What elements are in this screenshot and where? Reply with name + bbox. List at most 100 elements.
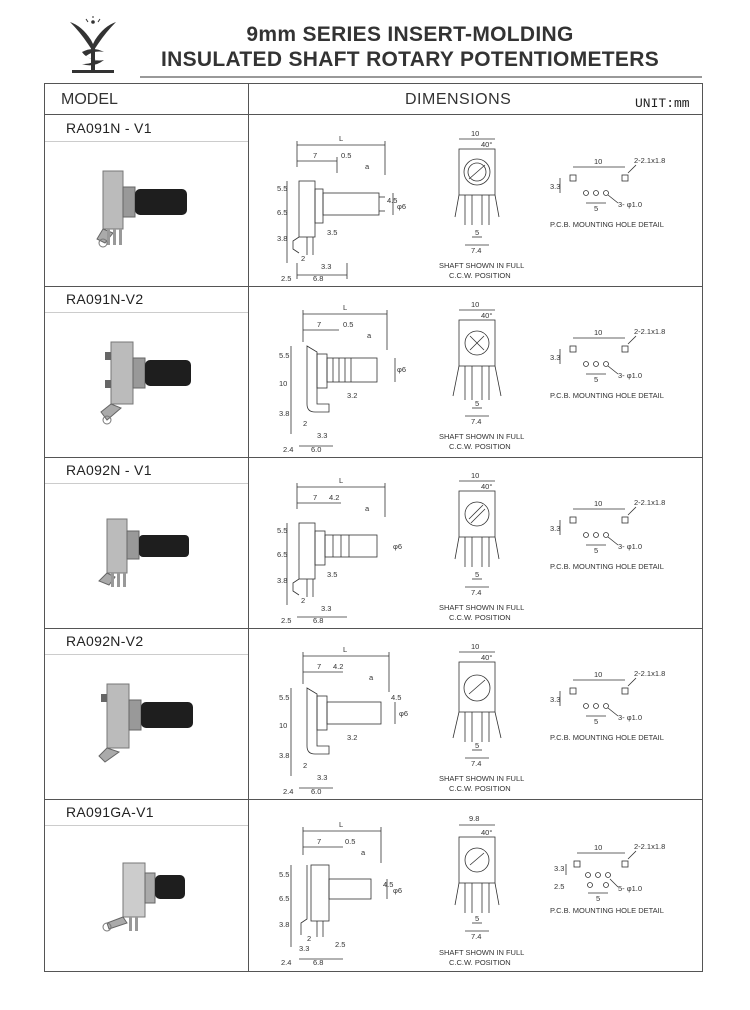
caption: SHAFT SHOWN IN FULL [439,432,524,441]
dim-label: 3.3 [550,182,560,191]
unit-label: UNIT:mm [635,96,690,111]
dim-label: 0.5 [343,320,353,329]
dim-label: 4.2 [329,493,339,502]
pcb-hole-drawing: 10 2-2.1x1.8 3.3 5 3- φ1.0 P.C.B. MOUNTI… [550,669,665,742]
model-column-header: MODEL [61,91,118,108]
dim-label: φ6 [399,709,408,718]
caption: P.C.B. MOUNTING HOLE DETAIL [550,733,664,742]
dim-label: 6.8 [313,958,323,967]
caption: SHAFT SHOWN IN FULL [439,261,524,270]
table-row: RA092N-V2 L 7 4.2 a 5.5 10 3.8 [45,628,702,800]
column-divider [248,115,249,286]
dim-label: 2 [301,254,305,263]
dim-label: 5- φ1.0 [618,884,642,893]
dim-label: 2.4 [283,445,293,454]
potentiometer-photo [100,341,191,425]
model-underline [45,654,248,655]
dim-label: 2.5 [281,274,291,283]
dim-label: a [365,504,370,513]
dim-label: 40° [481,828,492,837]
dim-label: 10 [279,721,287,730]
dim-label: 3.2 [347,391,357,400]
model-underline [45,483,248,484]
caption: C.C.W. POSITION [449,958,511,967]
dim-label: 5.5 [279,870,289,879]
dim-label: 3.2 [347,733,357,742]
dim-label: 10 [594,499,602,508]
dim-label: 3.3 [317,773,327,782]
front-view-drawing: 10 40° 5 7.4 SHAFT SHOWN IN FULL C.C.W. … [439,642,524,793]
column-divider [248,799,249,971]
caption: SHAFT SHOWN IN FULL [439,603,524,612]
dim-label: φ6 [393,542,402,551]
column-divider [248,628,249,799]
table-row: RA091N-V2 L 7 0.5 a 5.5 1 [45,286,702,458]
dim-label: 10 [594,328,602,337]
dim-label: a [367,331,372,340]
caption: C.C.W. POSITION [449,271,511,280]
dim-label: 0.5 [345,837,355,846]
dim-label: 2.4 [283,787,293,796]
dim-label: 3- φ1.0 [618,713,642,722]
dim-label: 10 [594,843,602,852]
table-header: MODEL DIMENSIONS UNIT:mm [45,84,702,115]
dim-label: 3.8 [279,409,289,418]
dim-label: a [365,162,370,171]
dim-label: 0.5 [341,151,351,160]
dim-label: 2-2.1x1.8 [634,498,665,507]
dim-label: a [361,848,366,857]
dim-label: 3.3 [321,604,331,613]
dim-label: φ6 [397,202,406,211]
title-line-1: 9mm SERIES INSERT-MOLDING [246,23,574,46]
caption: C.C.W. POSITION [449,613,511,622]
dim-label: a [369,673,374,682]
pcb-hole-drawing: 10 2-2.1x1.8 3.3 2.5 5 5- φ1.0 P.C.B. MO… [550,842,665,915]
dim-label: 10 [594,670,602,679]
dim-label: 40° [481,140,492,149]
table-row: RA091GA-V1 L 7 0.5 a 5.5 [45,799,702,971]
dim-label: 10 [471,300,479,309]
model-name: RA092N - V1 [66,462,152,478]
dim-label: 10 [471,642,479,651]
front-view-drawing: 9.8 40° 5 7.4 SHAFT SHOWN IN FULL C.C.W.… [439,814,524,967]
dim-label: 2 [301,596,305,605]
pcb-hole-drawing: 10 2-2.1x1.8 3.3 5 3- φ1.0 P.C.B. MOUNTI… [550,327,665,400]
side-view-drawing: L 7 4.2 a 5.5 6.5 3.8 2 3.3 2.5 6.8 3.5 … [277,476,402,625]
caption: P.C.B. MOUNTING HOLE DETAIL [550,906,664,915]
side-view-drawing: L 7 0.5 a 5.5 6.5 3.8 2 3.3 2.5 6.8 3.5 … [277,134,406,283]
dim-label: 40° [481,653,492,662]
dim-label: 3.5 [327,228,337,237]
pcb-hole-drawing: 10 2-2.1x1.8 3.3 5 3- φ1.0 P.C.B. MOUNTI… [550,156,665,229]
dim-label: 5 [594,546,598,555]
dim-label: 6.5 [277,208,287,217]
company-logo [70,16,116,73]
dim-label: 10 [594,157,602,166]
dim-label: 6.0 [311,787,321,796]
dim-label: 7 [317,837,321,846]
table-row: RA092N - V1 L 7 4.2 a 5.5 6.5 3.8 [45,457,702,629]
dim-label: 7 [313,151,317,160]
spec-table: MODEL DIMENSIONS UNIT:mm RA091N - V1 [44,83,703,972]
potentiometer-photo [102,862,185,932]
dim-label: 7.4 [471,246,481,255]
dim-label: 10 [279,379,287,388]
potentiometer-photo [98,518,189,587]
dimensions-column-header: DIMENSIONS [405,91,512,108]
dim-label: 5 [475,741,479,750]
model-name: RA092N-V2 [66,633,144,649]
dim-label: 3.3 [554,864,564,873]
dim-label: L [339,134,343,143]
title-underline [140,76,702,78]
model-name: RA091GA-V1 [66,804,154,820]
model-underline [45,141,248,142]
dim-label: 3.8 [277,234,287,243]
column-divider [248,286,249,457]
dim-label: 6.5 [279,894,289,903]
dim-label: 2-2.1x1.8 [634,669,665,678]
potentiometer-photo [96,170,187,248]
dim-label: 2-2.1x1.8 [634,842,665,851]
dim-label: 6.5 [277,550,287,559]
dim-label: 3.3 [550,695,560,704]
dim-label: 2-2.1x1.8 [634,327,665,336]
dim-label: 40° [481,311,492,320]
